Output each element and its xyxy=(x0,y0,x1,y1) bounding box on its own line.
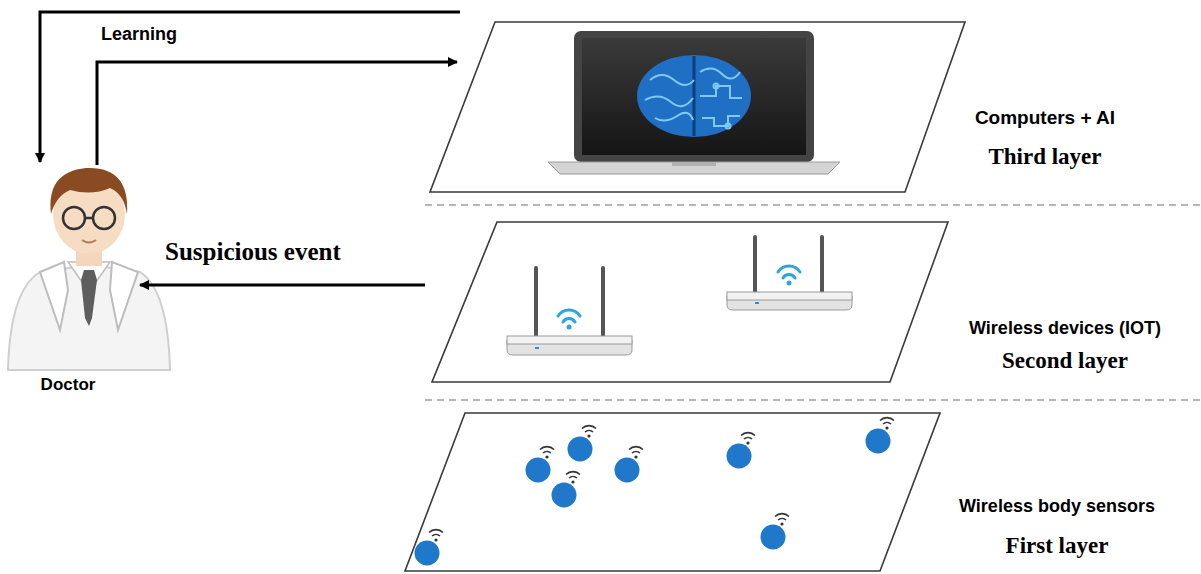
doctor-figure xyxy=(50,168,127,214)
doctor-figure xyxy=(82,240,96,243)
layer-name: Third layer xyxy=(988,144,1101,170)
node-title: Wireless body sensors xyxy=(959,496,1155,517)
laptop-icon xyxy=(726,124,731,129)
router-icon xyxy=(563,319,575,322)
doctor-figure xyxy=(63,207,115,229)
laptop-icon xyxy=(700,86,742,98)
body-sensor xyxy=(615,447,644,483)
layer-name: Second layer xyxy=(1002,348,1128,374)
layer-name: First layer xyxy=(1006,533,1109,559)
body-sensor xyxy=(552,472,581,508)
layer-panel: Wireless devices (IOT) Second layer xyxy=(400,212,1200,388)
edge-label: Learning xyxy=(98,24,180,45)
doctor-figure xyxy=(63,207,85,229)
laptop-icon xyxy=(693,56,696,136)
layer-panel: Computers + AI Third layer xyxy=(400,10,1200,202)
laptop-icon xyxy=(574,31,814,162)
body-sensor xyxy=(727,433,756,469)
router-icon xyxy=(507,336,632,344)
layer-panel: Wireless body sensorsFirst layer xyxy=(400,403,1200,574)
arrow-connector xyxy=(40,12,460,162)
laptop-icon xyxy=(700,68,740,78)
layer-outline xyxy=(432,222,948,382)
body-sensor xyxy=(568,426,597,462)
layer-divider xyxy=(425,205,1201,400)
router-icon xyxy=(820,237,824,293)
laptop-icon xyxy=(582,38,806,155)
doctor-figure xyxy=(85,217,93,220)
layer-outline xyxy=(430,22,965,192)
laptop-icon xyxy=(672,162,716,166)
router-icon xyxy=(535,347,539,349)
doctor-node: Doctor xyxy=(0,160,175,400)
edge-label: Suspicious event xyxy=(162,238,344,267)
router-icon xyxy=(507,268,632,355)
laptop-icon xyxy=(714,84,719,89)
doctor-figure xyxy=(40,262,68,330)
laptop-icon xyxy=(548,162,840,174)
doctor-figure xyxy=(81,270,97,326)
body-sensor xyxy=(526,447,555,483)
laptop-icon xyxy=(645,68,742,128)
router-icon xyxy=(558,310,580,316)
doctor-figure xyxy=(8,168,170,370)
arrow-connector xyxy=(140,284,425,287)
laptop-icon xyxy=(637,55,751,137)
router-icon xyxy=(567,325,572,330)
body-sensor xyxy=(761,514,790,550)
doctor-figure xyxy=(8,265,170,370)
router-icon xyxy=(778,266,800,272)
layer-outline xyxy=(405,413,940,571)
router-icon xyxy=(727,292,852,300)
layer-divider xyxy=(425,204,1201,206)
router-icon xyxy=(753,237,757,293)
layer-outline xyxy=(400,10,1200,202)
node-title: Doctor xyxy=(41,375,96,395)
node-title: Computers + AI xyxy=(975,107,1115,129)
router-icon xyxy=(727,237,852,310)
body-sensor xyxy=(866,418,895,454)
laptop-icon xyxy=(548,31,840,174)
router-icon xyxy=(783,275,795,278)
arrow-connector xyxy=(97,62,457,165)
router-icon xyxy=(558,310,580,322)
laptop-icon xyxy=(650,75,694,85)
router-icon xyxy=(755,302,759,304)
router-icon xyxy=(534,268,538,338)
laptop-icon xyxy=(645,96,693,106)
router-icon xyxy=(787,281,792,286)
laptop-icon xyxy=(702,116,740,126)
layer-divider xyxy=(425,399,1201,401)
node-title: Wireless devices (IOT) xyxy=(969,318,1161,339)
doctor-figure xyxy=(110,262,138,330)
laptop-icon xyxy=(655,113,693,121)
doctor-figure xyxy=(93,207,115,229)
body-sensor xyxy=(415,418,895,566)
router-icon xyxy=(601,268,605,338)
router-icon xyxy=(778,266,800,278)
